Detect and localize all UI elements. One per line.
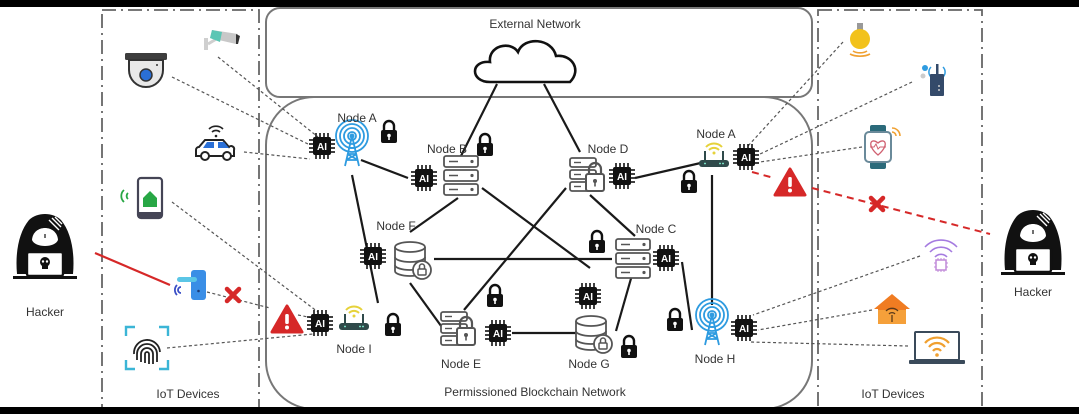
iot-links-left	[166, 56, 319, 349]
node-b-server-icon	[443, 155, 479, 196]
node-a-left-ai-chip: AI	[308, 132, 336, 160]
iot-devices-right-label: IoT Devices	[861, 387, 924, 401]
node-g-ai-chip: AI	[574, 282, 602, 310]
node-f-ai-chip: AI	[359, 242, 387, 270]
node-a-left-label: Node A	[337, 111, 376, 125]
svg-text:AI: AI	[617, 172, 627, 183]
node-c-server-icon	[615, 238, 651, 279]
blockchain-network-region	[265, 96, 813, 407]
connected-car-icon	[195, 125, 236, 161]
svg-text:AI: AI	[317, 142, 327, 153]
svg-text:AI: AI	[661, 254, 671, 265]
wifi-laptop-icon	[909, 331, 965, 364]
node-d-ai-chip: AI	[608, 162, 636, 190]
lock-icon	[383, 312, 403, 338]
node-f-label: Node F	[376, 219, 415, 233]
svg-text:AI: AI	[739, 324, 749, 335]
lock-icon	[485, 283, 505, 309]
hacker-right-icon	[999, 208, 1067, 277]
node-c-label: Node C	[636, 222, 677, 236]
node-e-ai-chip: AI	[484, 319, 512, 347]
iot-devices-left-region	[101, 9, 260, 407]
attack-line-right-a	[751, 171, 775, 179]
diagram-svg: External Network	[11, 7, 1067, 407]
node-c-ai-chip: AI	[652, 244, 680, 272]
network-links	[350, 83, 714, 335]
iot-devices-left-label: IoT Devices	[156, 387, 219, 401]
svg-text:AI: AI	[315, 319, 325, 330]
svg-text:AI: AI	[368, 252, 378, 263]
node-d-label: Node D	[588, 142, 629, 156]
external-network-label: External Network	[489, 17, 581, 31]
node-i-label: Node I	[336, 342, 371, 356]
node-e-label: Node E	[441, 357, 481, 371]
node-e-server-lock-icon	[439, 310, 477, 347]
smart-door-lock-icon	[174, 270, 206, 300]
node-g-database-icon	[575, 315, 613, 354]
node-b-label: Node B	[427, 142, 467, 156]
lock-icon	[379, 119, 399, 145]
attack-line-left	[94, 251, 171, 287]
svg-text:AI: AI	[583, 292, 593, 303]
node-d-server-lock-icon	[568, 156, 606, 193]
node-a-left-tower-icon	[335, 119, 369, 167]
node-b-ai-chip: AI	[410, 164, 438, 192]
node-h-tower-icon	[695, 298, 729, 346]
node-a-right-label: Node A	[696, 127, 735, 141]
smartwatch-icon	[864, 125, 901, 169]
lock-icon	[587, 229, 607, 255]
iot-links-right	[747, 41, 921, 347]
node-i-ai-chip: AI	[306, 309, 334, 337]
alert-left-icon	[270, 304, 304, 334]
node-h-label: Node H	[695, 352, 736, 366]
blockchain-network-label: Permissioned Blockchain Network	[444, 385, 626, 399]
cctv-camera-icon	[204, 30, 240, 50]
diagram-canvas: External Network	[0, 7, 1079, 407]
node-h-ai-chip: AI	[730, 314, 758, 342]
svg-text:AI: AI	[741, 153, 751, 164]
hacker-right-label: Hacker	[1014, 285, 1052, 299]
node-a-right-ai-chip: AI	[732, 143, 760, 171]
iot-devices-right-region	[817, 9, 983, 407]
lock-icon	[619, 334, 639, 360]
wireless-sensor-icon	[920, 64, 946, 96]
dome-camera-icon	[125, 53, 167, 88]
lock-icon	[475, 132, 495, 158]
lock-icon	[665, 307, 685, 333]
hacker-left-label: Hacker	[26, 305, 64, 319]
node-i-router-icon	[338, 305, 370, 331]
node-f-database-icon	[394, 241, 432, 280]
smart-house-icon	[874, 294, 910, 324]
fingerprint-scanner-icon	[124, 325, 170, 371]
smart-bulb-icon	[849, 23, 871, 57]
svg-text:AI: AI	[493, 329, 503, 340]
svg-text:AI: AI	[419, 174, 429, 185]
node-g-label: Node G	[568, 357, 609, 371]
lock-icon	[679, 169, 699, 195]
alert-right-icon	[773, 167, 807, 197]
cloud-icon	[473, 39, 577, 84]
hacker-left-icon	[11, 212, 79, 281]
node-a-right-router-icon	[698, 142, 730, 168]
smart-home-phone-icon	[120, 176, 164, 220]
attack-line-right-b	[811, 187, 991, 235]
wifi-chip-icon	[924, 239, 958, 272]
blocked-x-left-icon	[227, 289, 239, 301]
